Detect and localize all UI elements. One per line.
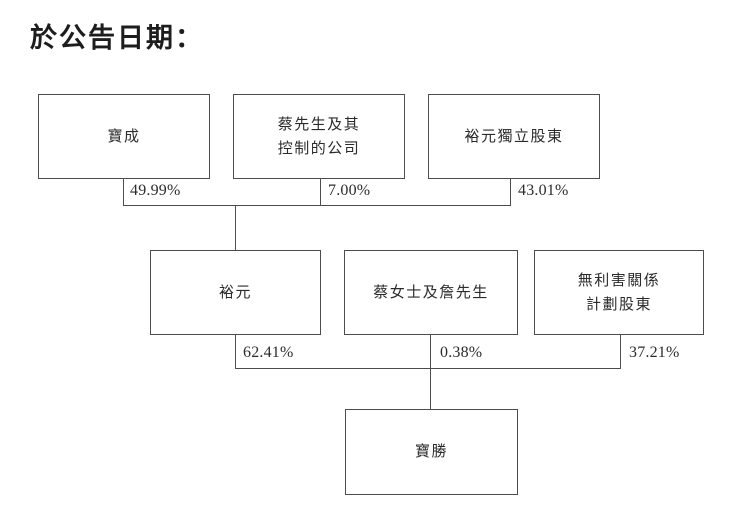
connector-tier2-bus (235, 368, 621, 369)
node-disinterested-scheme-shareholders-label: 無利害關係 計劃股東 (577, 271, 661, 313)
node-yue-yuen-independent-shareholders: 裕元獨立股東 (428, 94, 600, 179)
node-disinterested-scheme-shareholders: 無利害關係 計劃股東 (534, 250, 704, 335)
connector-mr-tsai-drop (320, 179, 321, 206)
connector-ms-tsai-drop (430, 335, 431, 369)
percent-yy-independent-to-yue-yuen: 43.01% (518, 182, 569, 199)
percent-baocheng-to-yue-yuen: 49.99% (130, 182, 181, 199)
percent-yue-yuen-to-pou-sheng: 62.41% (243, 344, 294, 361)
node-yue-yuen-label: 裕元 (218, 282, 252, 301)
page-title: 於公告日期： (30, 23, 204, 54)
node-yue-yuen-independent-shareholders-label: 裕元獨立股東 (464, 126, 564, 145)
connector-disinterested-drop (620, 335, 621, 369)
percent-mr-tsai-to-yue-yuen: 7.00% (328, 182, 371, 199)
node-ms-tsai-and-mr-chan: 蔡女士及詹先生 (344, 250, 518, 335)
connector-yue-yuen-drop (235, 335, 236, 369)
connector-tier1-bus (123, 205, 511, 206)
node-ms-tsai-and-mr-chan-label: 蔡女士及詹先生 (373, 282, 489, 301)
connector-yy-independent-drop (510, 179, 511, 206)
connector-tier2-to-pou-sheng (430, 368, 431, 410)
connector-tier1-to-yue-yuen (235, 205, 236, 251)
percent-disinterested-to-pou-sheng: 37.21% (629, 344, 680, 361)
node-pou-sheng-label: 寶勝 (414, 442, 448, 461)
node-mr-tsai-and-companies: 蔡先生及其 控制的公司 (233, 94, 405, 179)
node-pou-sheng: 寶勝 (345, 409, 518, 495)
node-mr-tsai-and-companies-label: 蔡先生及其 控制的公司 (277, 115, 361, 157)
connector-baocheng-drop (123, 179, 124, 206)
percent-ms-tsai-to-pou-sheng: 0.38% (440, 344, 483, 361)
node-yue-yuen: 裕元 (150, 250, 321, 335)
node-baocheng-label: 寶成 (107, 126, 141, 145)
node-baocheng: 寶成 (38, 94, 210, 179)
